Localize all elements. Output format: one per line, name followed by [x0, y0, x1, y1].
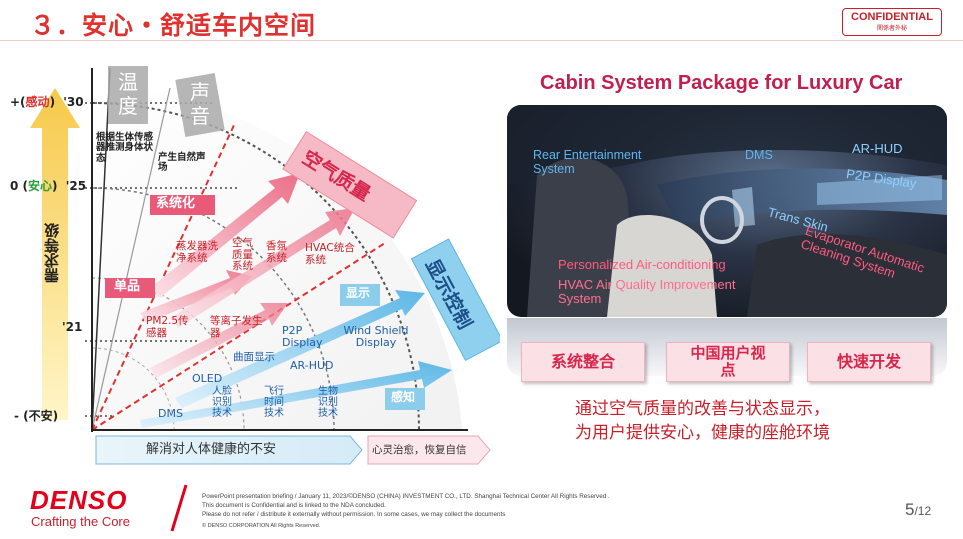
- confidential-label: CONFIDENTIAL: [851, 11, 933, 23]
- display-item-face: 人脸识别技术: [212, 386, 232, 419]
- y-label-21: '21: [62, 320, 83, 334]
- display-banner: [410, 238, 500, 362]
- evolution-diagram: +(感动) '30 0 (安心) '25 '21 - (不安) 需求等级 温度 …: [0, 48, 500, 478]
- air-item-fragrance: 香氛系统: [266, 240, 287, 264]
- footer-note-4: © DENSO CORPORATION All Rights Reserved.: [202, 523, 321, 529]
- label-personalized-ac: Personalized Air-conditioning: [558, 257, 726, 272]
- y-label-zero: 0 (安心) '25: [10, 179, 87, 193]
- page-number: 5/12: [905, 500, 931, 520]
- demand-arrow: [30, 88, 80, 420]
- sound-tile: [175, 72, 225, 138]
- label-dms: DMS: [745, 148, 773, 162]
- cabin-title: Cabin System Package for Luxury Car: [540, 72, 903, 94]
- y-label-minus: - (不安): [14, 409, 59, 423]
- conclusion-line-1: 通过空气质量的改善与状态显示，: [575, 399, 830, 419]
- air-item-pm25: PM2.5传感器: [146, 315, 189, 339]
- sound-head: 声音: [190, 80, 210, 128]
- sound-desc: 产生自然声场: [158, 152, 206, 174]
- page-title: ３．安心・舒适车内空间: [30, 11, 317, 40]
- bottom-arrow-2: [367, 435, 491, 465]
- y-axis-title: 需求等级: [43, 223, 61, 283]
- temperature-tile: [108, 66, 148, 124]
- tagline: Crafting the Core: [31, 514, 130, 529]
- footer-note-1: PowerPoint presentation briefing / Janua…: [202, 493, 610, 500]
- air-item-evaporator: 蒸发器洗净系统: [176, 240, 218, 264]
- bottom-arrow-1: [95, 435, 363, 465]
- display-tag-box: [340, 284, 380, 306]
- sense-tag: 感知: [391, 390, 416, 404]
- page-current: 5: [905, 500, 915, 519]
- temperature-desc: 根据生体传感器推测身体状态: [96, 132, 154, 164]
- page-total: /12: [914, 504, 932, 518]
- air-item-hvac: HVAC统合系统: [305, 242, 355, 266]
- display-item-p2p: P2P Display: [282, 324, 323, 350]
- footer-note-2: This document is Confidential and is lin…: [202, 502, 386, 509]
- systemize-tag-box: [150, 195, 215, 215]
- display-item-tof: 飞行时间技术: [264, 386, 284, 419]
- key-integration: 系统整合: [521, 342, 645, 382]
- cabin-illustration: [507, 105, 947, 317]
- conclusion-line-2: 为用户提供安心，健康的座舱环境: [575, 422, 830, 443]
- footer-slash: [170, 484, 188, 532]
- confidential-stamp: CONFIDENTIAL 関係者外秘: [842, 8, 942, 36]
- display-tag: 显示: [346, 286, 371, 300]
- air-quality-banner: [282, 131, 418, 239]
- denso-logo: DENSO: [30, 485, 128, 515]
- air-item-plasma: 等离子发生器: [210, 315, 263, 339]
- diagram-graphics: [30, 66, 500, 465]
- footer-note-3: Please do not refer / distribute it exte…: [202, 511, 506, 518]
- bottom-arrow-1-text: 解消对人体健康的不安: [146, 442, 277, 457]
- display-item-curved: 曲面显示: [233, 351, 275, 363]
- display-item-dms: DMS: [158, 407, 183, 420]
- header-divider: [0, 40, 963, 41]
- display-item-arhud: AR-HUD: [290, 359, 334, 372]
- sense-tag-box: [385, 388, 425, 410]
- label-arhud: AR-HUD: [852, 141, 903, 156]
- temperature-head: 温度: [118, 70, 138, 118]
- bottom-arrow-2-text: 心灵治愈，恢复自信: [372, 444, 467, 456]
- display-item-bio: 生物识别技术: [318, 386, 338, 419]
- conclusion: 通过空气质量的改善与状态显示， 为用户提供安心，健康的座舱环境: [575, 398, 830, 446]
- key-china-view: 中国用户视点: [666, 342, 790, 382]
- key-fast-dev: 快速开发: [807, 342, 931, 382]
- confidential-sub: 関係者外秘: [876, 25, 907, 32]
- single-tag-box: [105, 278, 155, 298]
- display-item-oled: OLED: [192, 372, 223, 385]
- systemize-tag: 系统化: [156, 196, 196, 211]
- key-china-view-text: 中国用户视点: [690, 343, 766, 379]
- cabin-photo: [507, 105, 947, 317]
- air-item-aq-system: 空气质量系统: [232, 237, 253, 273]
- y-label-plus: +(感动) '30: [10, 95, 84, 109]
- single-tag: 单品: [114, 279, 141, 294]
- label-hvac-aq: HVAC Air Quality Improvement System: [558, 277, 736, 307]
- display-item-windshield: Wind Shield Display: [343, 324, 409, 350]
- label-rear-entertainment: Rear Entertainment System: [533, 148, 642, 176]
